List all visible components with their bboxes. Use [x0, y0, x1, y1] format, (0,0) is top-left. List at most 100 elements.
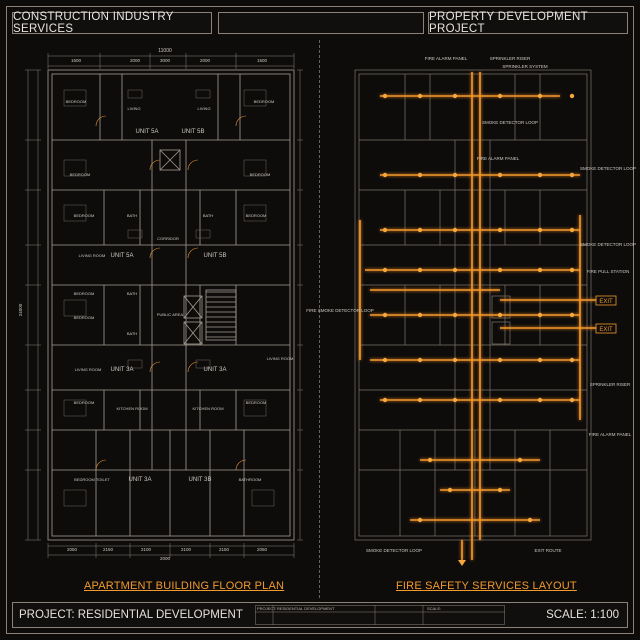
- room-label: BEDROOM: [254, 99, 275, 104]
- bottom-dim-5: 2150: [219, 547, 230, 552]
- shaft-cross: [159, 149, 181, 171]
- exit-sign-label: EXIT: [599, 327, 613, 333]
- top-dim-1: 1500: [71, 58, 82, 63]
- sprinkler-head: [497, 227, 503, 233]
- room-label: BEDROOM: [66, 99, 87, 104]
- room-label: BEDROOM: [246, 213, 267, 218]
- building-outline: [47, 69, 295, 541]
- lift-cross: [183, 295, 203, 319]
- sprinkler-head: [452, 93, 458, 99]
- door-swing: [235, 459, 247, 471]
- top-dim-3: 3000: [160, 58, 171, 63]
- fire-alarm-panel-label: FIRE ALARM PANEL: [425, 56, 468, 61]
- sheet-divider: [319, 40, 320, 598]
- unit-label-5b-top: UNIT 5B: [182, 129, 205, 135]
- unit-label-3a-bottom: UNIT 3A: [129, 477, 152, 483]
- building-outline: [354, 69, 592, 541]
- top-dim-5: 1500: [257, 58, 268, 63]
- exit-sign-box: [595, 323, 617, 334]
- sofa: [195, 359, 211, 369]
- sprinkler-head: [569, 312, 575, 318]
- smoke-detector-loop-label: SMOKE DETECTOR LOOP: [366, 548, 422, 553]
- sprinkler-head: [497, 172, 503, 178]
- sofa: [127, 229, 143, 239]
- room-label: LIVING ROOM: [75, 367, 102, 372]
- sofa: [195, 229, 211, 239]
- room-label: KITCHEN ROOM: [116, 406, 147, 411]
- sprinkler-system-label: SPRINKLER SYSTEM: [502, 64, 548, 69]
- sprinkler-head: [497, 357, 503, 363]
- sprinkler-head: [417, 93, 423, 99]
- sprinkler-head: [417, 357, 423, 363]
- sprinkler-head: [427, 457, 433, 463]
- fire-alarm-panel-label: FIRE ALARM PANEL: [589, 432, 632, 437]
- bed: [63, 89, 87, 107]
- room-label: BEDROOM: [250, 172, 271, 177]
- unit-label-3b-bottom: UNIT 3B: [189, 477, 212, 483]
- sofa: [127, 359, 143, 369]
- sheet-border: [6, 6, 634, 634]
- project-name: PROJECT: RESIDENTIAL DEVELOPMENT: [19, 609, 243, 621]
- top-dim-2: 2000: [130, 58, 141, 63]
- door-swing: [187, 247, 199, 259]
- sprinkler-head: [417, 517, 423, 523]
- sprinkler-head: [452, 227, 458, 233]
- building-inner-outline: [51, 73, 291, 537]
- fire-layout-title: FIRE SAFETY SERVICES LAYOUT: [396, 580, 577, 592]
- sprinkler-head: [382, 397, 388, 403]
- sprinkler-head: [537, 93, 543, 99]
- bed: [63, 489, 87, 507]
- sprinkler-riser-label: SPRINKLER RISER: [590, 382, 631, 387]
- lift-shaft: [183, 295, 203, 319]
- top-dim-4: 2000: [200, 58, 211, 63]
- bed: [243, 399, 267, 417]
- smoke-detector-loop-label: SMOKE DETECTOR LOOP: [580, 166, 636, 171]
- drawing-scale: SCALE: 1:100: [546, 609, 619, 621]
- bed: [243, 89, 267, 107]
- room-label: LIVING ROOM: [267, 356, 294, 361]
- sprinkler-riser-label: SPRINKLER RISER: [490, 56, 531, 61]
- bed: [251, 489, 275, 507]
- lift-cross: [183, 321, 203, 345]
- sprinkler-head: [537, 172, 543, 178]
- room-label: LIVING: [127, 106, 140, 111]
- sprinkler-head: [382, 357, 388, 363]
- sprinkler-head: [497, 487, 503, 493]
- title-block-footer: PROJECT: RESIDENTIAL DEVELOPMENT PROJECT…: [12, 602, 628, 628]
- room-label: BEDROOM: [74, 315, 95, 320]
- bottom-dim-2: 2150: [103, 547, 114, 552]
- sprinkler-head: [537, 227, 543, 233]
- door-swing: [149, 247, 161, 259]
- bed: [63, 399, 87, 417]
- bottom-dim-1: 2050: [67, 547, 78, 552]
- room-label: BEDROOM: [74, 213, 95, 218]
- sprinkler-head: [417, 172, 423, 178]
- sprinkler-head: [452, 312, 458, 318]
- exit-sign-label: EXIT: [599, 299, 613, 305]
- room-label: BATH: [127, 331, 137, 336]
- sofa: [127, 89, 143, 99]
- floor-plan-title: APARTMENT BUILDING FLOOR PLAN: [84, 580, 285, 592]
- unit-label-3a-left: UNIT 3A: [111, 367, 134, 373]
- lift-shaft: [183, 321, 203, 345]
- header-right-title: PROPERTY DEVELOPMENT PROJECT: [428, 11, 628, 35]
- sprinkler-head: [517, 457, 523, 463]
- bottom-dim-6: 2050: [257, 547, 268, 552]
- room-label: PUBLIC AREA: [157, 312, 184, 317]
- bottom-dim-3: 2100: [141, 547, 152, 552]
- bed: [243, 159, 267, 177]
- unit-label-5a-top: UNIT 5A: [136, 129, 159, 135]
- sprinkler-head: [497, 267, 503, 273]
- sprinkler-head: [417, 227, 423, 233]
- room-label: LIVING ROOM: [79, 253, 106, 258]
- room-label: BEDROOM: [70, 172, 91, 177]
- bed: [63, 299, 87, 317]
- sofa: [195, 89, 211, 99]
- door-swing: [187, 361, 199, 373]
- sprinkler-head: [537, 312, 543, 318]
- room-label: BEDROOM: [246, 400, 267, 405]
- fire-smoke-detector-loop-label: FIRE SMOKE DETECTOR LOOP: [306, 308, 373, 313]
- sprinkler-head: [417, 397, 423, 403]
